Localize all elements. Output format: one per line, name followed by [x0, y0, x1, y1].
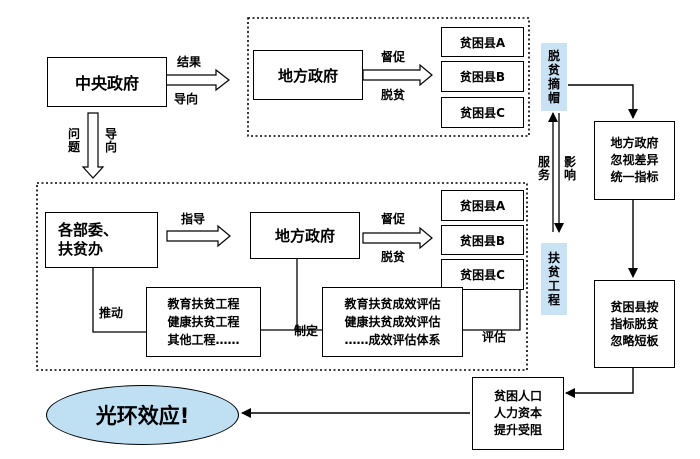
box3-line: 贫困人口 — [493, 389, 542, 403]
bottom-supervise-arrow — [362, 226, 433, 250]
exit-to-box1-line — [568, 84, 638, 119]
push-label: 推动 — [99, 306, 124, 320]
central-gov-box: 中央政府 — [47, 57, 167, 107]
guide-label: 指导 — [181, 212, 206, 226]
ignore-weakness-box: 贫困县按 指标脱贫 忽略短板 — [594, 280, 675, 368]
box2-line: 指标脱贫 — [610, 316, 659, 331]
human-capital-box: 贫困人口 人力资本 提升受阻 — [472, 377, 564, 450]
result-label: 结果 — [177, 55, 202, 69]
halo-effect-oval: 光环效应! — [46, 385, 239, 445]
problem-label: 问题 — [67, 127, 80, 154]
box2-line: 贫困县按 — [610, 299, 659, 314]
box1-line: 忽视差异 — [610, 153, 659, 167]
project-item: 教育扶贫工程 — [167, 297, 240, 311]
top-county-b: 贫困县B — [441, 61, 524, 92]
bottom-county-a: 贫困县A — [441, 190, 524, 221]
project-item: 其他工程…… — [167, 333, 240, 347]
push-line — [92, 268, 146, 333]
box2-to-box3-line — [565, 368, 634, 398]
box3-line: 提升受阻 — [493, 423, 542, 437]
bottom-supervise-label: 督促 — [381, 212, 406, 226]
departments-line1: 各部委、 — [58, 221, 119, 239]
poverty-project-badge: 扶贫工程 — [541, 243, 567, 315]
project-item: 健康扶贫工程 — [167, 315, 240, 329]
top-local-gov-box: 地方政府 — [253, 50, 363, 100]
evaluate-label: 评估 — [482, 330, 507, 344]
uniform-indicator-box: 地方政府 忽视差异 统一指标 — [594, 121, 675, 200]
evaluation-item: 教育扶贫成效评估 — [344, 297, 441, 311]
exit-poverty-text: 脱贫摘帽 — [547, 49, 560, 105]
evaluation-item: 健康扶贫成效评估 — [344, 315, 441, 329]
bottom-county-b-label: 贫困县B — [459, 233, 506, 248]
evaluations-box: 教育扶贫成效评估 健康扶贫成效评估 ……成效评估体系 — [322, 287, 463, 357]
top-supervise-arrow — [362, 63, 433, 87]
top-supervise-label: 督促 — [381, 50, 406, 64]
top-county-a-label: 贫困县A — [459, 35, 506, 50]
bottom-county-c-label: 贫困县C — [460, 268, 505, 282]
box3-line: 人力资本 — [493, 406, 542, 420]
bottom-county-a-label: 贫困县A — [459, 199, 506, 213]
top-county-c-label: 贫困县C — [460, 106, 505, 120]
exit-poverty-badge: 脱贫摘帽 — [541, 43, 567, 111]
result-oriented-arrow — [165, 68, 230, 92]
top-county-c: 贫困县C — [441, 97, 524, 128]
central-gov-label: 中央政府 — [74, 74, 139, 93]
top-county-b-label: 贫困县B — [459, 70, 506, 84]
bottom-county-c: 贫困县C — [441, 259, 524, 290]
box1-line: 地方政府 — [610, 136, 659, 150]
oriented-label: 导向 — [174, 92, 199, 106]
halo-effect-text: 光环效应! — [95, 404, 190, 428]
box1-line: 统一指标 — [610, 170, 659, 184]
bottom-group-frame — [36, 182, 528, 371]
top-group-frame — [247, 17, 530, 137]
bottom-out-of-poverty-label: 脱贫 — [381, 250, 406, 264]
box2-line: 忽略短板 — [610, 333, 659, 348]
poverty-project-text: 扶贫工程 — [547, 251, 560, 307]
formulate-label: 制定 — [294, 324, 319, 338]
top-county-a: 贫困县A — [441, 27, 524, 57]
departments-line2: 扶贫办 — [58, 240, 104, 258]
projects-box: 教育扶贫工程 健康扶贫工程 其他工程…… — [146, 287, 261, 357]
problem-oriented-arrow — [81, 112, 105, 179]
evaluation-item: ……成效评估体系 — [344, 333, 441, 347]
serve-label: 服务 — [537, 155, 550, 182]
top-local-gov-label: 地方政府 — [277, 66, 338, 85]
bottom-county-b: 贫困县B — [441, 225, 524, 255]
influence-label: 影响 — [563, 155, 576, 182]
bottom-local-gov-box: 地方政府 — [250, 212, 360, 259]
orient-label: 导向 — [104, 127, 117, 154]
guide-arrow — [166, 224, 231, 248]
top-out-of-poverty-label: 脱贫 — [381, 88, 406, 102]
departments-box: 各部委、 扶贫办 — [45, 212, 158, 268]
bottom-local-gov-label: 地方政府 — [274, 227, 335, 245]
